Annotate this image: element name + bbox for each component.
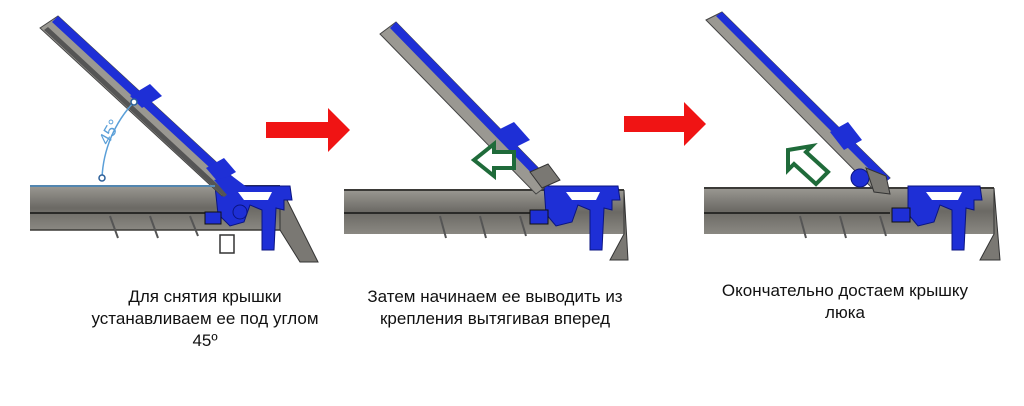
hatch-cover [379,21,561,195]
cover-seat-profile [891,185,983,251]
right-arrow-icon [624,102,706,146]
cover-seat-profile [204,185,293,251]
left-arrow-outline-icon [470,139,516,181]
up-left-arrow-outline-icon [786,143,831,187]
step-3-caption: Окончательно достаем крышку люка [721,281,969,322]
step-1-caption: Для снятия крышки устанавливаем ее под у… [91,287,319,350]
hatch-cover [705,11,891,195]
frame-section [704,187,1001,261]
step-1-illustration: 45° [30,15,319,263]
step-3-illustration [704,11,1001,261]
step-2-caption: Затем начинаем ее выводить из крепления … [367,287,623,328]
right-arrow-icon [266,108,350,152]
hatch-cover [39,15,248,197]
cover-seat-profile [529,185,621,251]
step-2-illustration [344,21,629,261]
